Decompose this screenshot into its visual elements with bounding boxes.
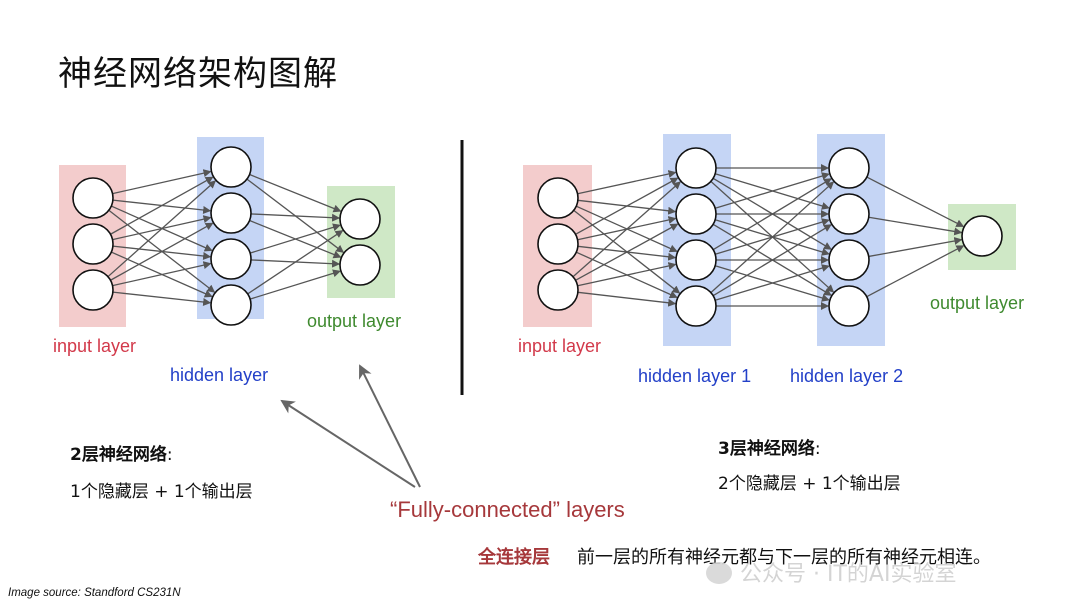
right-hidden-layer-2-label: hidden layer 2 — [790, 366, 903, 386]
left-neuron — [72, 269, 114, 311]
left-neuron — [210, 238, 252, 280]
right-edge — [575, 177, 679, 235]
right-edge — [866, 245, 965, 298]
left-neurons — [72, 146, 381, 326]
left-neuron — [339, 198, 381, 240]
right-neuron — [828, 239, 870, 281]
right-neuron — [675, 285, 717, 327]
right-input-layer-label: input layer — [518, 336, 601, 356]
left-network: input layer hidden layer output layer — [53, 137, 401, 385]
left-edge — [112, 169, 212, 195]
left-edge — [247, 230, 344, 295]
right-neuron — [828, 285, 870, 327]
right-edge — [712, 224, 832, 297]
left-connections — [107, 169, 345, 306]
right-network: input layer hidden layer 1 hidden layer … — [518, 134, 1024, 386]
right-edge — [710, 181, 835, 294]
right-edge — [577, 262, 677, 287]
right-neuron — [961, 215, 1003, 257]
right-edge — [868, 237, 963, 258]
right-neuron — [675, 239, 717, 281]
left-edge — [107, 180, 217, 278]
left-neuron — [210, 192, 252, 234]
right-neuron — [537, 177, 579, 219]
left-edge — [249, 223, 341, 254]
right-edge — [712, 178, 832, 251]
right-neuron — [828, 147, 870, 189]
fully-connected-description: 前一层的所有神经元都与下一层的所有神经元相连。 — [577, 547, 991, 568]
fully-connected-term: 全连接层 — [478, 547, 550, 568]
right-edge — [572, 181, 682, 278]
right-hidden-layer-1-label: hidden layer 1 — [638, 366, 751, 386]
left-caption-title: 2层神经网络: — [70, 445, 173, 465]
left-neuron — [72, 177, 114, 219]
right-caption-text: 2个隐藏层 + 1个输出层 — [718, 474, 901, 494]
right-edge — [714, 264, 830, 301]
arrow-to-output-layer — [359, 364, 421, 488]
left-edge — [250, 213, 341, 222]
right-neuron — [675, 193, 717, 235]
right-edge — [577, 170, 677, 195]
fully-connected-label: “Fully-connected” layers — [390, 497, 625, 522]
right-neurons — [537, 147, 1003, 327]
right-connections — [572, 164, 965, 310]
watermark: 公众号 · IT的AI实验室 — [706, 556, 956, 588]
right-neuron — [537, 269, 579, 311]
right-edge — [866, 176, 965, 228]
right-edge — [575, 223, 679, 281]
right-neuron — [828, 193, 870, 235]
left-input-layer-label: input layer — [53, 336, 136, 356]
arrow-to-hidden-layer — [280, 399, 416, 488]
left-edge — [110, 222, 214, 281]
left-caption-text: 1个隐藏层 + 1个输出层 — [70, 482, 253, 502]
left-edge — [249, 173, 342, 213]
right-edge — [714, 172, 830, 209]
left-neuron — [210, 146, 252, 188]
right-caption-title: 3层神经网络: — [718, 439, 821, 459]
page-title: 神经网络架构图解 — [58, 54, 338, 94]
right-edge — [577, 291, 677, 307]
right-edge — [868, 216, 963, 236]
left-edge — [112, 291, 212, 306]
left-neuron — [72, 223, 114, 265]
left-edge — [112, 261, 212, 287]
left-neuron — [339, 244, 381, 286]
left-edge — [110, 176, 214, 235]
image-source: Image source: Standford CS231N — [8, 587, 181, 599]
left-output-layer-label: output layer — [307, 311, 401, 331]
wechat-icon — [706, 562, 732, 584]
left-hidden-layer-label: hidden layer — [170, 365, 268, 385]
right-neuron — [675, 147, 717, 189]
left-neuron — [210, 284, 252, 326]
right-output-layer-label: output layer — [930, 293, 1024, 313]
right-neuron — [537, 223, 579, 265]
left-edge — [249, 269, 341, 300]
